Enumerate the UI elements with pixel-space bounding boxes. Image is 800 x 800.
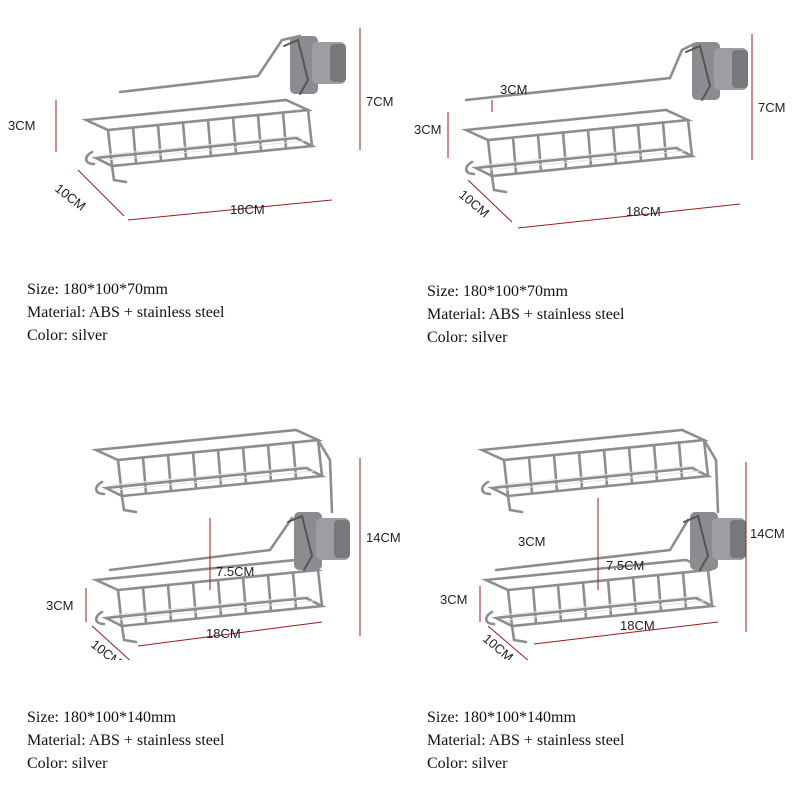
height-basket-label: 3CM [440,592,467,607]
spec-size: Size: 180*100*70mm [427,283,568,300]
panel-1: 3CM 7CM 10CM 18CM Size: 180*100*70mm Mat… [0,0,400,400]
faucet-clip [283,35,347,95]
spec-material: Material: ABS + stainless steel [27,732,225,749]
spec-color: Color: silver [427,329,508,346]
product-illustration-3: 7.5CM 14CM 3CM 10CM 18CM [46,428,400,660]
width-label: 18CM [230,202,265,217]
depth-label: 10CM [52,181,89,214]
handle-label: 3CM [518,534,545,549]
depth-label: 10CM [456,187,492,221]
product-illustration-1: 3CM 7CM 10CM 18CM [8,28,393,221]
height-total-label: 14CM [750,526,785,541]
spec-material: Material: ABS + stainless steel [427,306,625,323]
panel-4: 3CM 7.5CM 14CM 3CM 10CM 18CM Size: 180*1… [400,400,800,800]
spec-size: Size: 180*100*140mm [427,709,576,726]
upper-basket [480,428,710,514]
faucet-clip [685,41,749,101]
spec-color: Color: silver [427,755,508,772]
basket [464,108,694,194]
spec-size: Size: 180*100*70mm [27,281,168,298]
faucet-clip [287,511,351,571]
upper-basket [94,428,324,514]
spec-list: Size: 180*100*140mm Material: ABS + stai… [427,706,624,775]
spec-color: Color: silver [27,327,108,344]
panel-2: 3CM 3CM 7CM 10CM 18CM Size: 180*100*70mm… [400,0,800,400]
lower-basket [484,558,714,644]
depth-label: 10CM [88,637,125,660]
spec-list: Size: 180*100*140mm Material: ABS + stai… [27,706,224,775]
width-label: 18CM [206,626,241,641]
gap-label: 7.5CM [216,564,254,579]
spec-list: Size: 180*100*70mm Material: ABS + stain… [27,278,224,347]
height-total-label: 7CM [758,100,785,115]
spec-material: Material: ABS + stainless steel [27,304,225,321]
product-illustration-4: 3CM 7.5CM 14CM 3CM 10CM 18CM [440,428,785,660]
width-label: 18CM [626,204,661,219]
basket [84,98,314,184]
gap-label: 7.5CM [606,558,644,573]
height-total-label: 7CM [366,94,393,109]
height-total-label: 14CM [366,530,400,545]
spec-size: Size: 180*100*140mm [27,709,176,726]
panel-3: 7.5CM 14CM 3CM 10CM 18CM Size: 180*100*1… [0,400,400,800]
spec-material: Material: ABS + stainless steel [427,732,625,749]
height-basket-label: 3CM [414,122,441,137]
width-label: 18CM [620,618,655,633]
spec-color: Color: silver [27,755,108,772]
product-illustration-2: 3CM 3CM 7CM 10CM 18CM [414,34,785,229]
height-basket-label: 3CM [8,118,35,133]
height-basket-label: 3CM [46,598,73,613]
spec-list: Size: 180*100*70mm Material: ABS + stain… [427,280,624,349]
handle-label: 3CM [500,82,527,97]
faucet-clip [683,511,747,571]
